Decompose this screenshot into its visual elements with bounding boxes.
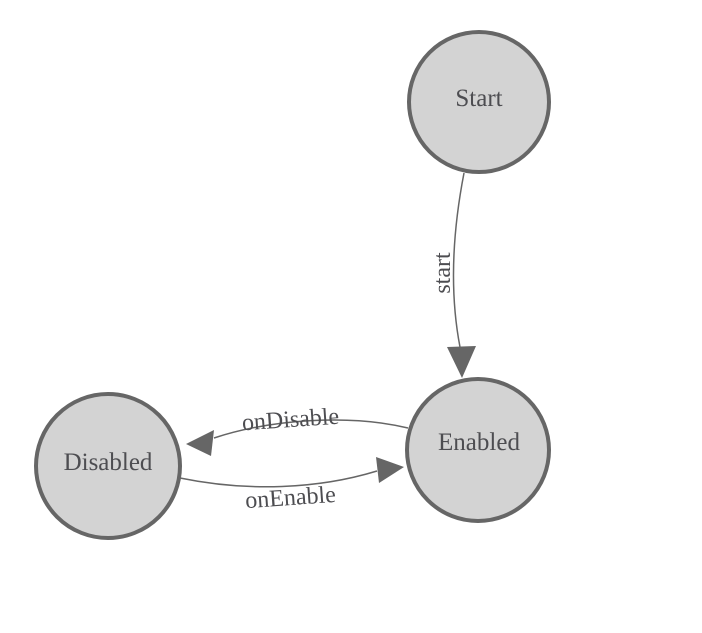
edge-onenable-arrowhead-icon [376,457,404,483]
edge-label-start: start [430,252,456,294]
edge-disabled-to-enabled: onEnable [179,457,404,514]
node-start-label: Start [455,85,502,112]
node-start: Start [407,30,551,174]
edge-start-to-enabled: start [430,172,476,378]
edge-enabled-to-disabled: onDisable [186,404,409,456]
edge-start-line [452,172,465,348]
edge-onenable-line [179,470,378,488]
edge-label-ondisable: onDisable [241,404,340,437]
node-disabled: Disabled [34,392,182,540]
node-enabled-circle [405,377,551,523]
edge-label-onenable: onEnable [244,482,336,514]
node-enabled-label: Enabled [438,429,520,456]
node-disabled-circle [34,392,182,540]
edge-ondisable-arrowhead-icon [186,430,214,456]
edge-ondisable-line [213,419,409,439]
node-enabled: Enabled [405,377,551,523]
node-disabled-label: Disabled [64,449,153,476]
node-start-circle [407,30,551,174]
edge-start-arrowhead-icon [447,346,476,378]
